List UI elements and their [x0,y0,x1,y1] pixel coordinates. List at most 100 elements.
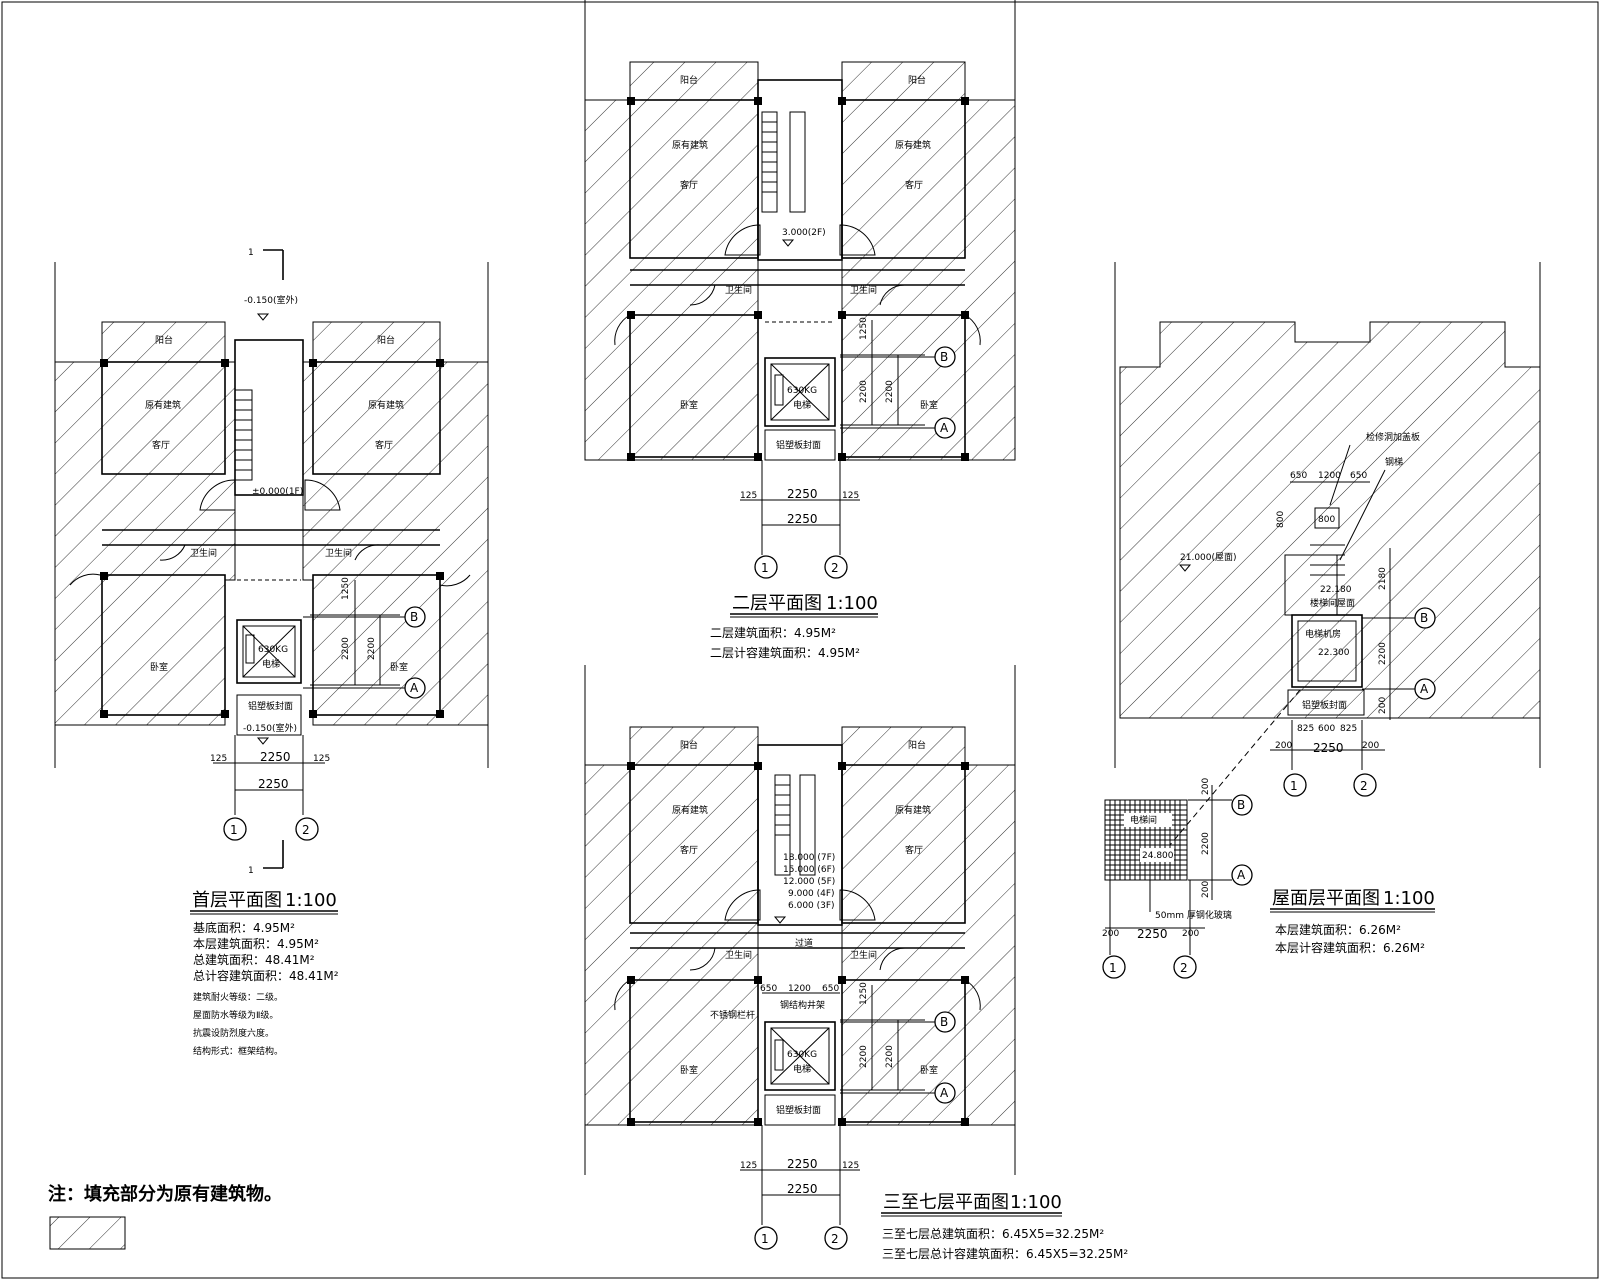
elevation-mark: 6.000 (3F) [788,901,835,911]
svg-text:2: 2 [831,561,839,575]
canopy-label: 铝塑板封面 [776,1104,821,1116]
elevation-mark: 12.000 (5F) [783,877,835,887]
balcony-label: 阳台 [908,74,926,86]
living-room-label: 客厅 [375,439,393,451]
axis-bubble [1414,607,1436,629]
svg-text:1200: 1200 [1318,471,1341,481]
axis-bubble [295,817,319,841]
svg-text:1: 1 [761,561,769,575]
shaft-label: 钢结构井架 [780,999,825,1011]
toilet-label: 卫生间 [850,284,877,296]
plan-title: 屋面层平面图 [1272,888,1380,909]
section-mark: 1 [248,866,254,876]
axis-bubble [1102,955,1126,979]
machine-room-label: 电梯机房 [1305,628,1341,640]
elevation-mark: 22.300 [1318,648,1350,658]
second-floor-plan: 阳台 阳台 原有建筑 原有建筑 客厅 客厅 卫生间 卫生间 卧室 卧室 630K… [584,61,1016,660]
svg-text:650: 650 [760,984,777,994]
canopy-label: 铝塑板封面 [776,439,821,451]
living-room-label: 客厅 [680,179,698,191]
svg-text:825: 825 [1340,724,1357,734]
dim: 2250 [258,777,289,791]
living-room-label: 客厅 [680,844,698,856]
svg-text:125: 125 [842,1161,859,1171]
living-room-label: 客厅 [905,179,923,191]
info-line: 三至七层总计容建筑面积：6.45X5=32.25M² [882,1246,1128,1261]
roof-label: 楼梯间屋面 [1310,597,1355,609]
elevation-mark: -0.150(室外) [243,722,297,734]
svg-text:825: 825 [1297,724,1314,734]
svg-text:A: A [1420,682,1429,696]
elevation-mark: -0.150(室外) [244,294,298,306]
svg-text:125: 125 [842,491,859,501]
elevator-shaft [236,619,302,684]
svg-text:2250: 2250 [787,1157,818,1171]
svg-text:2200: 2200 [1201,832,1211,855]
toilet-label: 卫生间 [725,949,752,961]
svg-text:2250: 2250 [1137,927,1168,941]
svg-text:1250: 1250 [859,317,869,340]
axis-bubble [1231,864,1253,886]
roof-plan: 检修洞加盖板 钢梯 800 650 1200 650 800 21.000(屋面… [1102,321,1541,979]
info-line: 抗震设防烈度六度。 [193,1027,274,1039]
dim: 125 [210,754,227,764]
elevation-mark: ±0.000(1F) [252,487,303,497]
axis-bubble [404,677,426,699]
elevator-load: 630KG [787,386,817,396]
info-line: 基底面积：4.95M² [193,920,295,935]
axis-bubble [934,1082,956,1104]
svg-text:1: 1 [1109,961,1117,975]
info-line: 三至七层总建筑面积：6.45X5=32.25M² [882,1226,1104,1241]
hoist-label: 检修洞加盖板 [1366,431,1420,443]
svg-text:2: 2 [1180,961,1188,975]
ground-floor-plan: 阳台 阳台 原有建筑 原有建筑 客厅 客厅 卫生间 卫生间 卧室 卧室 630K… [54,248,489,1057]
existing-building-label: 原有建筑 [895,804,931,816]
elevator-label: 电梯 [262,658,280,670]
svg-text:2: 2 [1360,779,1368,793]
svg-text:650: 650 [1290,471,1307,481]
elevation-mark: 18.000 (7F) [783,853,835,863]
dim: 2200 [341,637,351,660]
svg-text:125: 125 [740,1161,757,1171]
svg-text:2: 2 [302,823,310,837]
elevation-mark: 22.180 [1320,585,1352,595]
svg-text:650: 650 [1350,471,1367,481]
svg-text:A: A [940,421,949,435]
stair [199,389,341,511]
axis-bubble [754,555,778,579]
svg-text:A: A [940,1086,949,1100]
living-room-label: 客厅 [152,439,170,451]
existing-building-label: 原有建筑 [672,804,708,816]
skylight-note: 50mm 厚钢化玻璃 [1155,909,1232,921]
bedroom-label: 卧室 [680,1064,698,1076]
elevator-load: 630KG [258,645,288,655]
balcony-label: 阳台 [377,334,395,346]
info-line: 本层建筑面积：6.26M² [1275,922,1401,937]
bedroom-label: 卧室 [390,661,408,673]
plan-title: 三至七层平面图 [883,1192,1009,1213]
dim: 125 [313,754,330,764]
existing-building-label: 原有建筑 [672,139,708,151]
svg-text:A: A [410,681,419,695]
axis-bubble [754,1226,778,1250]
svg-text:B: B [1237,798,1245,812]
info-line: 本层计容建筑面积：6.26M² [1275,940,1425,955]
svg-text:200: 200 [1201,778,1211,795]
toilet-label: 卫生间 [325,547,352,559]
axis-bubble [824,1226,848,1250]
svg-text:200: 200 [1182,929,1199,939]
svg-text:A: A [1237,868,1246,882]
axis-bubble [1283,773,1307,797]
info-line: 结构形式：框架结构。 [193,1045,283,1057]
svg-text:1: 1 [1290,779,1298,793]
elevator-label: 电梯 [793,1063,811,1075]
plan-scale: 1:100 [285,890,337,911]
note-text: 注：填充部分为原有建筑物。 [48,1183,282,1205]
svg-text:B: B [940,1015,948,1029]
hole-label: 800 [1318,515,1335,525]
svg-text:650: 650 [822,984,839,994]
svg-text:2200: 2200 [859,380,869,403]
room-label: 电梯间 [1130,814,1157,826]
axis-bubble [1173,955,1197,979]
